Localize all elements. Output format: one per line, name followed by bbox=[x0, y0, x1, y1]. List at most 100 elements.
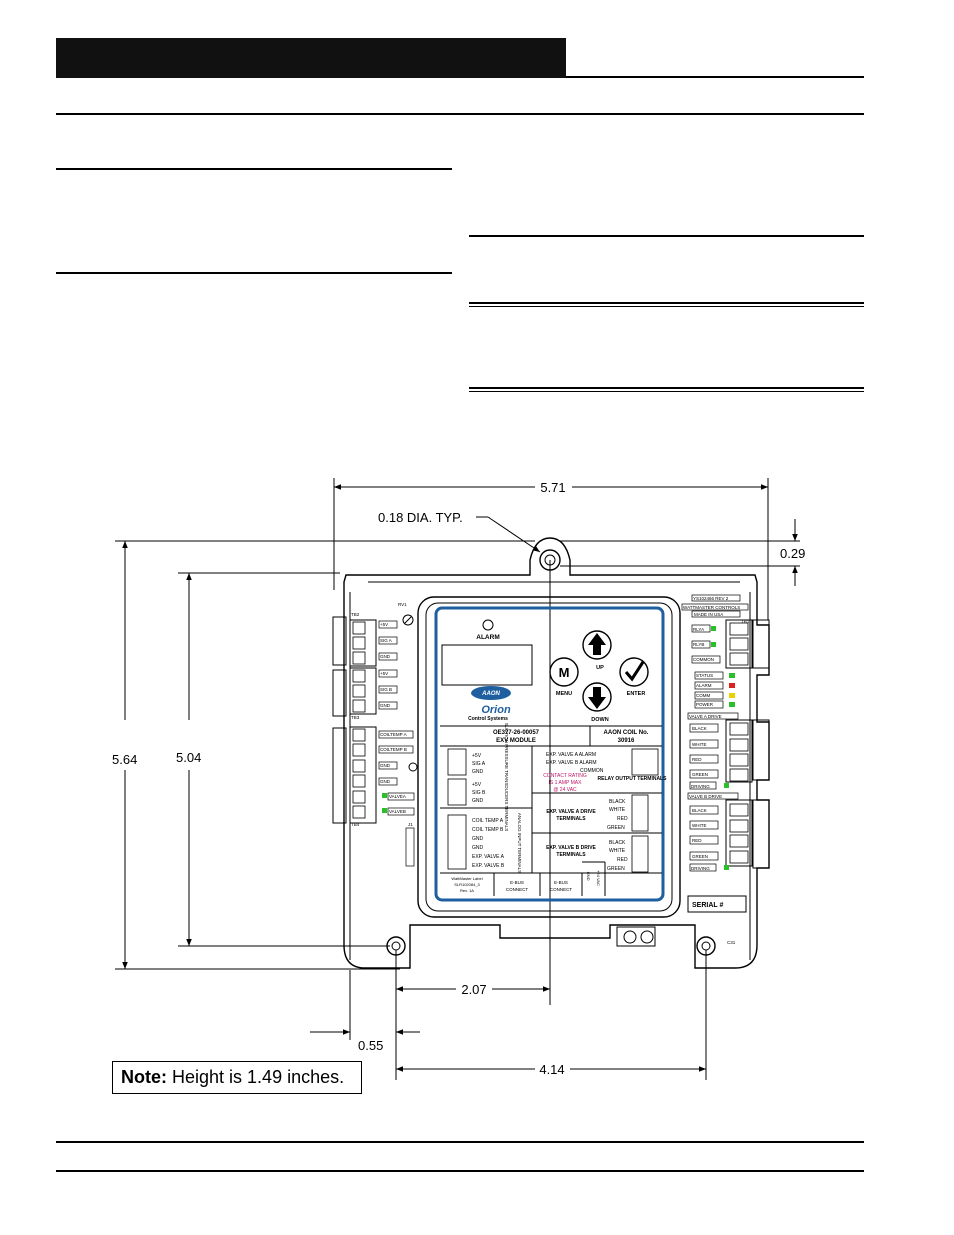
dim-left-offset: 0.55 bbox=[358, 1038, 383, 1053]
panel-coil-temp-a: COIL TEMP A bbox=[472, 818, 504, 824]
label-gnd-1: GND bbox=[380, 654, 391, 659]
dim-hole-spacing: 4.14 bbox=[539, 1062, 564, 1077]
dim-height-total: 5.64 bbox=[112, 752, 137, 767]
contact-rating-3: @ 24 VAC bbox=[553, 787, 577, 793]
label-white-a: WHITE bbox=[692, 742, 707, 747]
label-part-number: YS102466 REV 2 bbox=[693, 596, 729, 601]
panel-common: COMMON bbox=[580, 768, 604, 774]
wm-label-1: WattMaster Label bbox=[451, 876, 482, 881]
label-common: COMMON bbox=[693, 657, 714, 662]
ebus-connect-1: CONNECT bbox=[506, 887, 529, 892]
label-rlya: RLYA bbox=[693, 627, 704, 632]
menu-button-label: MENU bbox=[556, 691, 572, 697]
panel-black-a: BLACK bbox=[609, 799, 626, 805]
contact-rating-1: CONTACT RATING bbox=[543, 773, 587, 779]
panel-white-b: WHITE bbox=[609, 848, 626, 854]
panel-coil-temp-b: COIL TEMP B bbox=[472, 827, 504, 833]
suction-terminals-label: SUCTION PRESSURE TRANSDUCERS TERMINALS bbox=[504, 723, 509, 832]
rv1-label: RV1 bbox=[398, 602, 407, 607]
panel-green-a: GREEN bbox=[607, 825, 625, 831]
note-box: Note: Height is 1.49 inches. bbox=[112, 1061, 362, 1094]
exv-b-drive-label: EXP. VALVE B DRIVE bbox=[546, 845, 596, 851]
label-gnd-3: GND bbox=[380, 763, 391, 768]
model-number: OE377-26-00057 bbox=[493, 730, 540, 736]
panel-exv-b-alarm: EXP. VALVE B ALARM bbox=[546, 760, 597, 766]
section-rule-3 bbox=[469, 235, 864, 237]
panel-gnd-b: GND bbox=[472, 798, 484, 804]
label-gnd-2: GND bbox=[380, 703, 391, 708]
label-driving-b: DRIVING bbox=[691, 866, 710, 871]
label-valve-b-drive: VALVE B DRIVE bbox=[689, 794, 722, 799]
dim-width-total: 5.71 bbox=[540, 480, 565, 495]
panel-black-b: BLACK bbox=[609, 840, 626, 846]
label-wattmaster: WATTMASTER CONTROLS bbox=[683, 605, 740, 610]
aaon-logo-text: AAON bbox=[481, 691, 500, 697]
tb1-label: TB1 bbox=[741, 619, 750, 624]
section-rule-1 bbox=[56, 168, 452, 170]
label-5v-b: +5V bbox=[380, 671, 388, 676]
serial-label: SERIAL # bbox=[692, 902, 723, 909]
up-button-label: UP bbox=[596, 665, 604, 671]
dim-height-inner: 5.04 bbox=[176, 750, 201, 765]
aaon-coil-number: 30916 bbox=[618, 738, 635, 744]
label-black-a: BLACK bbox=[692, 726, 707, 731]
panel-alarm-label: ALARM bbox=[476, 634, 499, 641]
label-alarm-led: ALARM bbox=[696, 683, 712, 688]
dim-top-offset: 0.29 bbox=[780, 546, 805, 561]
panel-24vac: +24 VAC bbox=[596, 870, 601, 886]
label-gnd-4: GND bbox=[380, 779, 391, 784]
exv-module-dimension-drawing: 5.71 0.18 DIA. TYP. 0.29 5.64 5.04 2.07 … bbox=[112, 478, 805, 1080]
note-label: Note: bbox=[121, 1067, 167, 1087]
panel-red-a: RED bbox=[617, 816, 628, 822]
label-green-b: GREEN bbox=[692, 854, 708, 859]
header-rule bbox=[566, 76, 864, 78]
panel-sig-a: SIG A bbox=[472, 761, 486, 767]
label-red-a: RED bbox=[692, 757, 702, 762]
panel-white-a: WHITE bbox=[609, 807, 626, 813]
control-systems-text: Control Systems bbox=[468, 716, 508, 722]
enter-button-label: ENTER bbox=[627, 691, 646, 697]
panel-exp-valve-a: EXP. VALVE A bbox=[472, 854, 505, 860]
label-sig-a: SIG A bbox=[380, 638, 392, 643]
ebus-label-2: E-BUS bbox=[554, 880, 568, 885]
panel-5v-a: +5V bbox=[472, 753, 482, 759]
double-rule-1 bbox=[469, 302, 864, 307]
panel-green-b: GREEN bbox=[607, 866, 625, 872]
label-sig-b: SIG B bbox=[380, 687, 392, 692]
panel-gnd-a: GND bbox=[472, 769, 484, 775]
aaon-coil-label: AAON COIL No. bbox=[604, 730, 649, 736]
label-driving-a: DRIVING bbox=[691, 784, 710, 789]
check-icon bbox=[624, 661, 645, 682]
tb4-label: TB4 bbox=[351, 822, 360, 827]
ebus-connect-2: CONNECT bbox=[550, 887, 573, 892]
label-coiltemp-b: COILTEMP B bbox=[380, 747, 407, 752]
label-made-usa: MADE IN USA bbox=[694, 612, 723, 617]
panel-5v-b: +5V bbox=[472, 782, 482, 788]
label-valveb: VALVEB bbox=[389, 809, 406, 814]
panel-gnd-c: GND bbox=[472, 836, 484, 842]
contact-rating-2: IS 1 AMP MAX bbox=[549, 780, 583, 786]
label-valve-a-drive: VALVE A DRIVE bbox=[689, 714, 722, 719]
label-status: STATUS bbox=[696, 673, 713, 678]
module-name: EXV MODULE bbox=[496, 738, 536, 744]
footer-rule-1 bbox=[56, 1141, 864, 1143]
aaon-logo bbox=[471, 686, 511, 700]
wm-label-3: Rev. 1A bbox=[460, 888, 474, 893]
label-coiltemp-a: COILTEMP A bbox=[380, 732, 407, 737]
relay-terminals-label: RELAY OUTPUT TERMINALS bbox=[598, 776, 668, 782]
panel-exv-a-alarm: EXP. VALVE A ALARM bbox=[546, 752, 596, 758]
up-arrow-icon bbox=[588, 633, 606, 655]
label-power: POWER bbox=[696, 702, 714, 707]
label-black-b: BLACK bbox=[692, 808, 707, 813]
j1-label: J1 bbox=[408, 822, 413, 827]
top-rule bbox=[56, 113, 864, 115]
header-bar bbox=[56, 38, 566, 78]
double-rule-2 bbox=[469, 387, 864, 392]
menu-key-glyph: M bbox=[559, 665, 570, 680]
ebus-label-1: E-BUS bbox=[510, 880, 524, 885]
note-text: Height is 1.49 inches. bbox=[172, 1067, 345, 1087]
orion-logo-text: Orion bbox=[481, 704, 511, 716]
exv-a-terminals-label: TERMINALS bbox=[556, 816, 586, 822]
down-arrow-icon bbox=[588, 687, 606, 709]
panel-gnd-power: GND bbox=[586, 872, 591, 881]
